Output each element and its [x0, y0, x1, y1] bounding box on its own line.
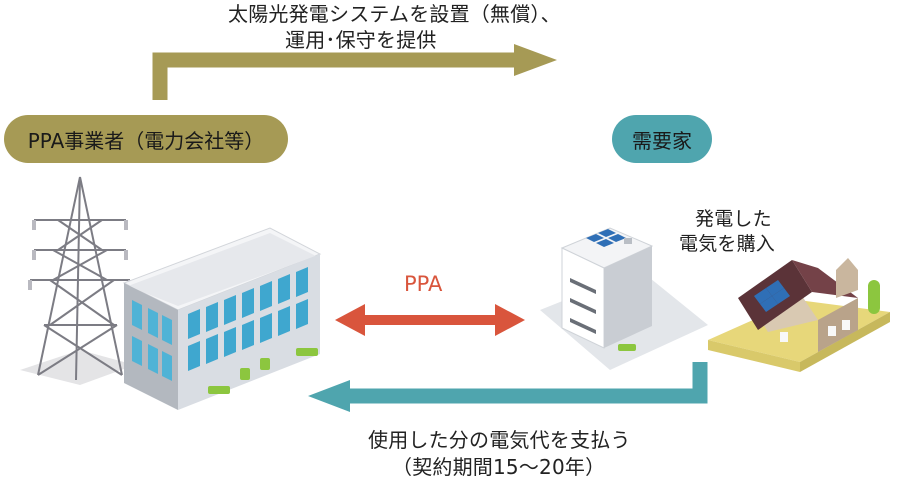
bottom-arrow-icon [308, 362, 708, 412]
purchase-note-line2: 電気を購入 [679, 233, 776, 255]
solar-roof-house-icon [708, 258, 890, 372]
top-arrow-caption-line1: 太陽光発電システムを設置（無償）、 [228, 2, 561, 26]
consumer-badge: 需要家 [612, 115, 712, 163]
top-arrow-caption-line2: 運用･保守を提供 [285, 28, 437, 52]
ppa-double-arrow-icon [335, 304, 525, 336]
office-building-icon [122, 227, 322, 410]
solar-roof-apartment-icon [540, 227, 708, 370]
ppa-provider-badge: PPA事業者（電力会社等） [4, 115, 288, 163]
bottom-arrow-caption-line2: （契約期間15～20年） [392, 455, 606, 479]
consumer-label: 需要家 [632, 128, 692, 153]
top-arrow-icon [152, 44, 557, 100]
power-transmission-tower-icon [20, 176, 135, 385]
bottom-arrow-caption-line1: 使用した分の電気代を支払う [368, 428, 631, 452]
purchase-note-line1: 発電した [695, 208, 772, 230]
ppa-provider-label: PPA事業者（電力会社等） [27, 128, 265, 153]
ppa-arrow-label: PPA [404, 272, 443, 296]
